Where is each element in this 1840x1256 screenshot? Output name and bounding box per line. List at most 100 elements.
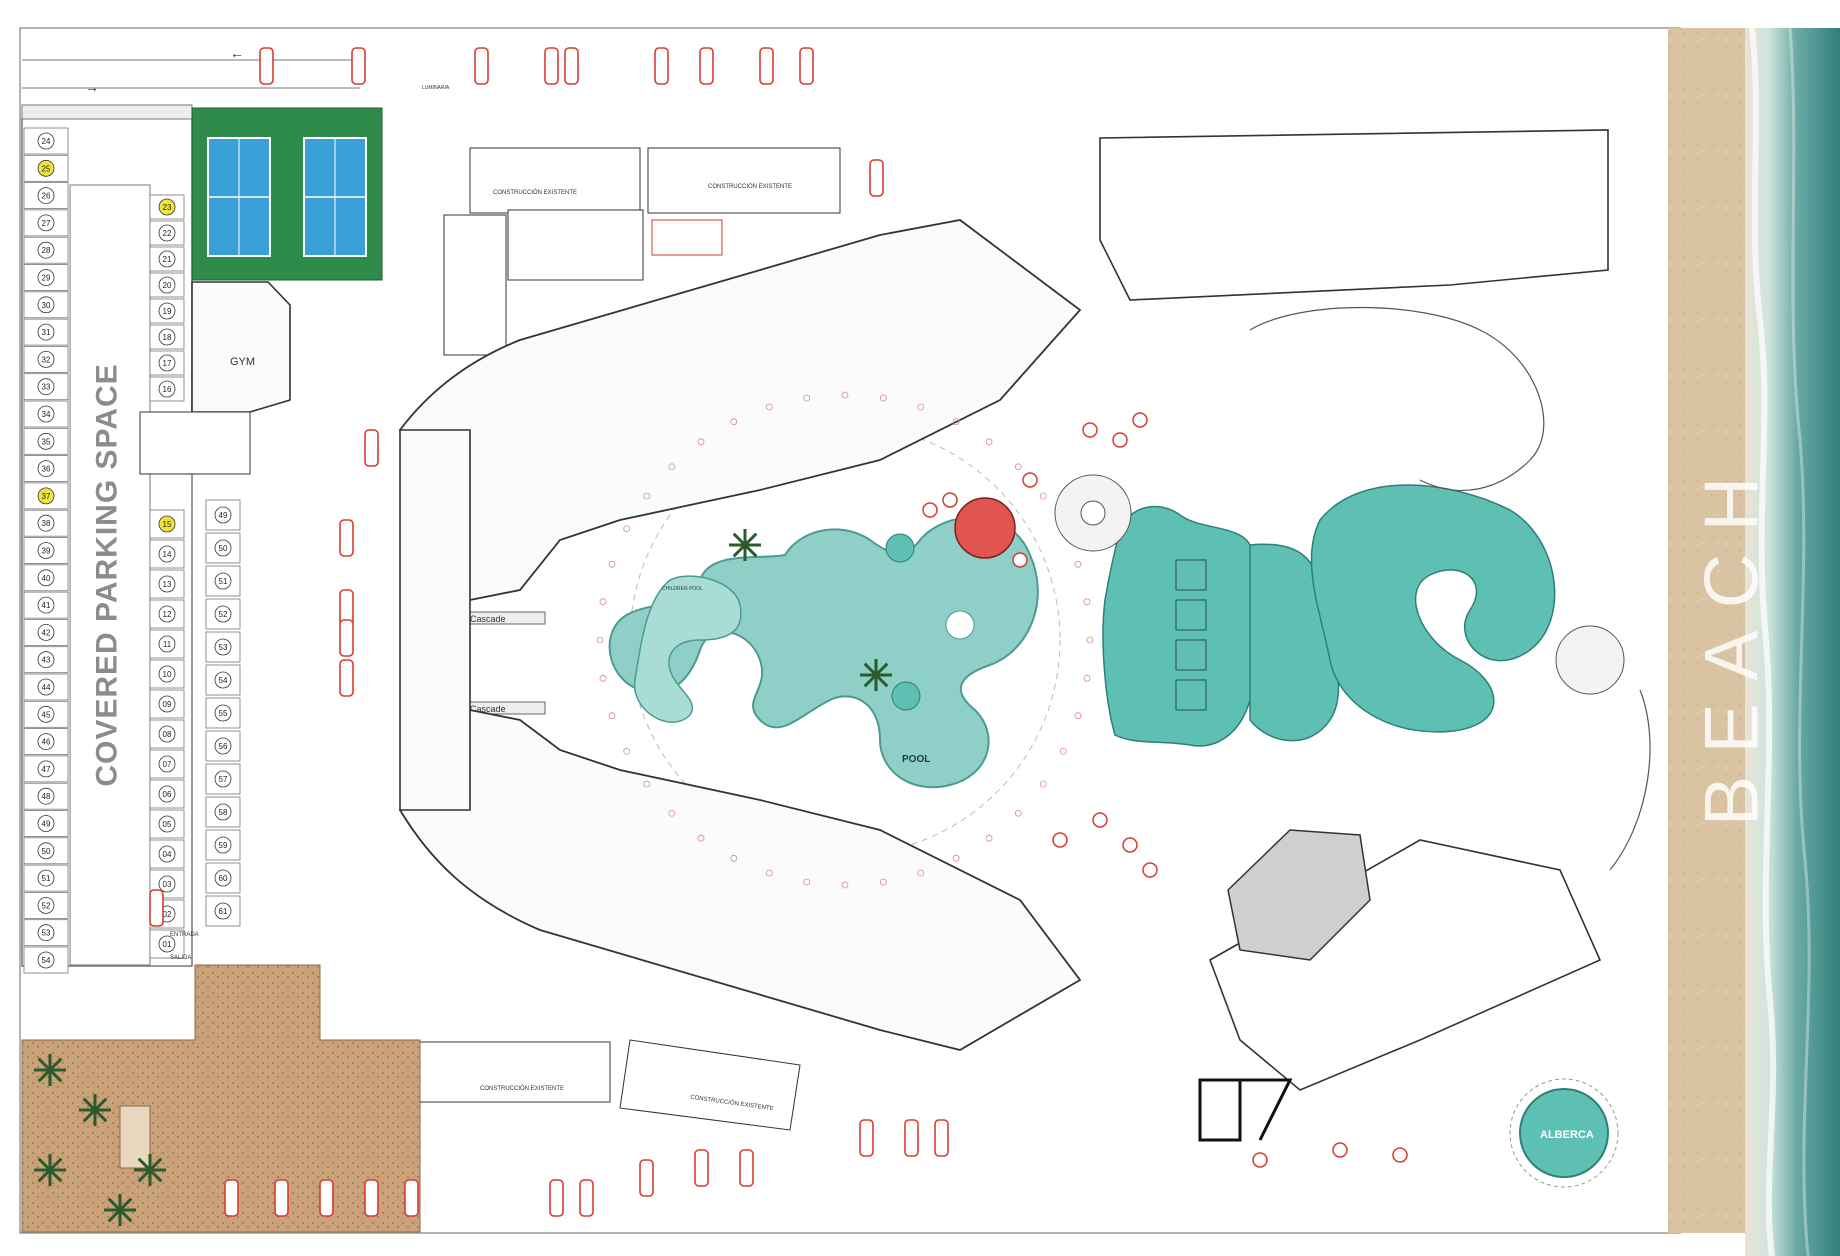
palm-frond xyxy=(37,1057,52,1072)
palm-frond xyxy=(107,1208,122,1223)
car xyxy=(759,47,774,85)
stall-number-badge xyxy=(214,638,232,656)
alberca-label: ALBERCA xyxy=(1540,1129,1594,1141)
landscape-dot xyxy=(1074,712,1082,720)
stall-number: 19 xyxy=(163,307,172,316)
stall-number: 52 xyxy=(42,901,51,910)
car xyxy=(799,47,814,85)
landscape-dot xyxy=(841,881,849,889)
stall-number-badge xyxy=(214,869,232,887)
palm-frond xyxy=(732,532,747,547)
landscape-dot xyxy=(643,492,651,500)
palm-frond xyxy=(863,673,878,688)
landscape-dot xyxy=(917,403,925,411)
stall-number-badge xyxy=(37,787,55,805)
stall-number: 57 xyxy=(219,775,228,784)
stall-number: 01 xyxy=(163,940,172,949)
stall-number: 14 xyxy=(163,550,172,559)
svg-text:CONSTRUCCIÓN EXISTENTE: CONSTRUCCIÓN EXISTENTE xyxy=(480,1085,564,1092)
car xyxy=(859,1119,874,1157)
car xyxy=(639,1159,654,1197)
stall-number-badge xyxy=(37,924,55,942)
stall-number-badge xyxy=(158,695,176,713)
palapa xyxy=(954,497,1016,559)
stall-number-badge xyxy=(214,572,232,590)
stall-number-badge xyxy=(37,378,55,396)
stall-number-badge xyxy=(158,515,176,533)
stall-number-badge xyxy=(214,605,232,623)
spa-bottom xyxy=(891,681,921,711)
landscape-dot xyxy=(1039,780,1047,788)
stall-number-badge xyxy=(37,241,55,259)
landscape-dot xyxy=(952,854,960,862)
stall-number-badge xyxy=(158,224,176,242)
car xyxy=(274,1179,289,1217)
salida-label: SALIDA xyxy=(170,955,191,961)
palm-frond xyxy=(48,1057,63,1072)
stall-number-badge xyxy=(158,276,176,294)
stall-number-badge xyxy=(37,869,55,887)
landscape-dot xyxy=(952,418,960,426)
stall-number-badge xyxy=(158,875,176,893)
landscape-dot xyxy=(1059,747,1067,755)
landscape-dot xyxy=(608,712,616,720)
stall-number: 49 xyxy=(219,511,228,520)
villa-block-north xyxy=(1099,129,1609,301)
stall-number: 30 xyxy=(42,301,51,310)
car xyxy=(259,47,274,85)
villa-block-southeast xyxy=(1209,839,1602,1091)
stall-number-badge xyxy=(37,460,55,478)
stall-number: 31 xyxy=(42,328,51,337)
east-stall xyxy=(205,697,241,729)
stall-number-badge xyxy=(37,159,55,177)
car xyxy=(339,519,354,557)
stall-number: 34 xyxy=(42,410,51,419)
stall-number-badge xyxy=(37,624,55,641)
stall-number: 45 xyxy=(42,710,51,719)
stall-number: 28 xyxy=(42,246,51,255)
umbrella xyxy=(1132,412,1148,428)
stall-number: 40 xyxy=(42,574,51,583)
stall-number: 06 xyxy=(163,790,172,799)
landscape-dot xyxy=(841,391,849,399)
svg-text:CONSTRUCCIÓN EXISTENTE: CONSTRUCCIÓN EXISTENTE xyxy=(708,183,792,190)
island xyxy=(945,610,975,640)
stall-number: 36 xyxy=(42,465,51,474)
car xyxy=(579,1179,594,1217)
alberca-pool xyxy=(1519,1088,1609,1178)
gym-label: GYM xyxy=(230,356,255,368)
stall-number-badge xyxy=(214,704,232,722)
stall-number-badge xyxy=(37,815,55,832)
stall-number: 55 xyxy=(219,709,228,718)
stall-number-badge xyxy=(158,815,176,833)
roof-structure xyxy=(1227,829,1371,961)
middle-bottom-stall xyxy=(149,509,185,539)
car xyxy=(549,1179,564,1217)
lagoon-pool-cabanas xyxy=(1175,559,1207,711)
umbrella xyxy=(1082,422,1098,438)
stall-number-badge xyxy=(37,569,55,587)
landscape-dot xyxy=(765,403,773,411)
stall-number: 54 xyxy=(219,676,228,685)
palm-frond xyxy=(48,1157,63,1172)
stall-number: 59 xyxy=(219,841,228,850)
landscape-dot xyxy=(1083,674,1091,682)
stall-number-badge xyxy=(37,269,55,286)
palm-frond xyxy=(118,1197,133,1212)
umbrella xyxy=(1022,472,1038,488)
landscape-dot xyxy=(730,418,738,426)
stall-number: 43 xyxy=(42,656,51,665)
svg-text:LUMINARIA: LUMINARIA xyxy=(422,85,450,91)
palm-frond xyxy=(37,1168,52,1183)
stall-number: 46 xyxy=(42,738,51,747)
stall-number-badge xyxy=(37,514,55,532)
stall-number-badge xyxy=(158,785,176,803)
car xyxy=(224,1179,239,1217)
car xyxy=(319,1179,334,1217)
stall-number: 42 xyxy=(42,628,51,637)
stall-number-badge xyxy=(37,733,55,750)
stall-number-badge xyxy=(37,487,55,505)
stall-number: 44 xyxy=(42,683,51,692)
stall-number-badge xyxy=(158,302,176,320)
car xyxy=(364,429,379,467)
